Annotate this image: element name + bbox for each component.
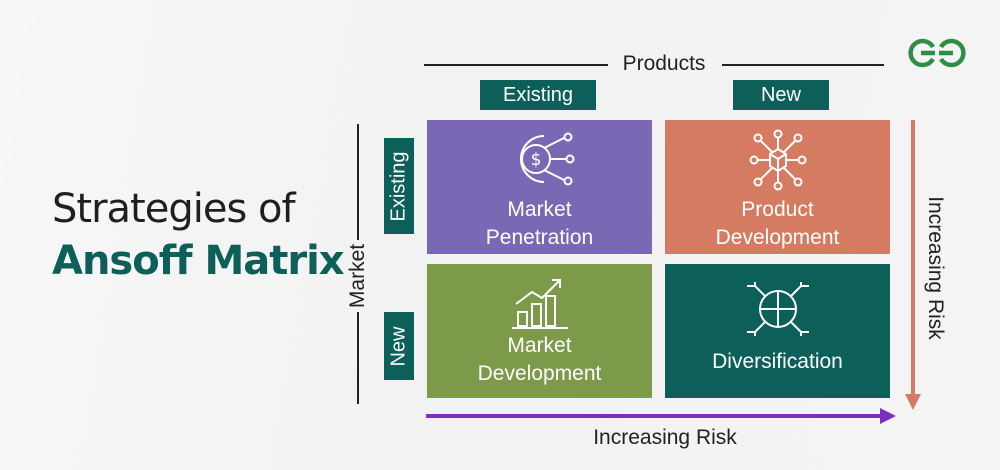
market-label: Market	[346, 243, 369, 309]
horizontal-risk-arrow	[426, 408, 896, 424]
horizontal-risk-label: Increasing Risk	[593, 426, 737, 449]
gfg-logo-icon	[908, 38, 966, 68]
column-badge-new: New	[733, 80, 829, 110]
products-line-left	[424, 64, 608, 66]
vertical-risk-label: Increasing Risk	[924, 196, 947, 340]
quadrant-diversification: Diversification	[665, 264, 890, 398]
row-badge-existing: Existing	[384, 138, 414, 234]
svg-text:$: $	[530, 150, 541, 170]
products-line-right	[722, 64, 884, 66]
row-badge-new: New	[384, 312, 414, 380]
diversification-circle-icon	[746, 282, 809, 336]
title-line-1: Strategies of	[52, 186, 296, 232]
market-line-top	[357, 124, 359, 240]
products-label: Products	[622, 52, 706, 75]
growth-bar-chart-icon	[511, 279, 568, 329]
title-line-2: Ansoff Matrix	[52, 238, 345, 284]
quadrant-label: Diversification	[712, 350, 843, 373]
vertical-risk-arrow	[905, 120, 921, 410]
box-network-icon	[749, 129, 806, 191]
column-badge-existing: Existing	[480, 80, 596, 110]
coin-network-icon: $	[519, 132, 574, 186]
market-line-bottom	[357, 312, 359, 404]
